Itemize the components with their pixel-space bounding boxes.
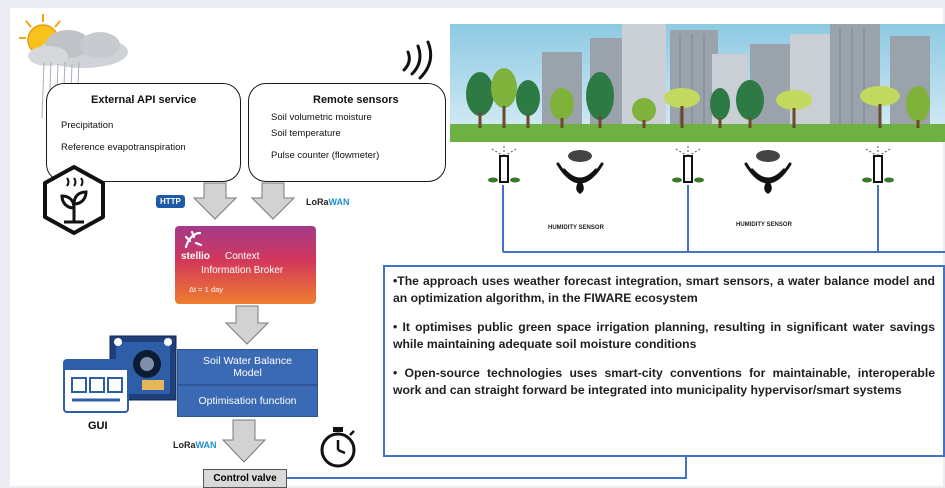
plant-evapotranspiration-icon <box>43 165 105 235</box>
model-line1: Soil Water Balance <box>203 355 292 367</box>
summary-bullet: • Open-source technologies uses smart-ci… <box>393 366 935 397</box>
soil-water-balance-model: Soil Water Balance Model <box>177 349 318 385</box>
humidity-sensor-label: HUMIDITY SENSOR <box>548 225 604 231</box>
sprinkler-icon-2 <box>672 146 704 183</box>
external-api-box: External API service Precipitation Refer… <box>46 83 241 182</box>
broker-brand: stellio <box>181 251 210 262</box>
stellio-gecko-icon <box>184 230 203 249</box>
weather-sun-cloud-icon <box>19 14 128 68</box>
summary-bullet: •The approach uses weather forecast inte… <box>393 274 935 305</box>
summary-text-box: •The approach uses weather forecast inte… <box>383 265 945 457</box>
stopwatch-icon <box>320 427 356 468</box>
http-badge: HTTP <box>156 195 185 208</box>
broker-interval: Δt = 1 day <box>189 285 223 294</box>
summary-bullet: • It optimises public green space irriga… <box>393 320 935 351</box>
context-information-broker: stellio Context Information Broker Δt = … <box>175 226 316 304</box>
humidity-sensor-label-2: HUMIDITY SENSOR <box>736 222 792 228</box>
remote-sensors-box: Remote sensors Soil volumetric moisture … <box>248 83 446 182</box>
broker-title-line2: Information Broker <box>201 265 284 276</box>
wireless-signal-icon <box>402 40 433 80</box>
model-line2: Model <box>233 367 262 379</box>
remote-sensors-title: Remote sensors <box>313 94 399 106</box>
gui-dashboard-icon <box>63 335 177 413</box>
sprinkler-icon <box>488 146 520 183</box>
remote-sensors-item: Pulse counter (flowmeter) <box>271 150 380 161</box>
humidity-sensor-icon-2 <box>744 150 792 194</box>
optimisation-function: Optimisation function <box>177 385 318 417</box>
control-valve: Control valve <box>203 469 287 488</box>
broker-title-line1: Context <box>225 251 260 262</box>
remote-sensors-item: Soil volumetric moisture <box>271 112 372 123</box>
external-api-item: Reference evapotranspiration <box>61 142 186 153</box>
gui-label: GUI <box>88 420 108 432</box>
sprinkler-icon-3 <box>862 146 894 183</box>
remote-sensors-item: Soil temperature <box>271 128 341 139</box>
lorawan-badge: LoRaWAN <box>306 197 350 207</box>
humidity-sensor-icon <box>556 150 604 194</box>
city-park-illustration <box>450 24 945 142</box>
lorawan-badge-2: LoRaWAN <box>173 440 217 450</box>
external-api-title: External API service <box>91 94 197 106</box>
external-api-item: Precipitation <box>61 120 114 131</box>
